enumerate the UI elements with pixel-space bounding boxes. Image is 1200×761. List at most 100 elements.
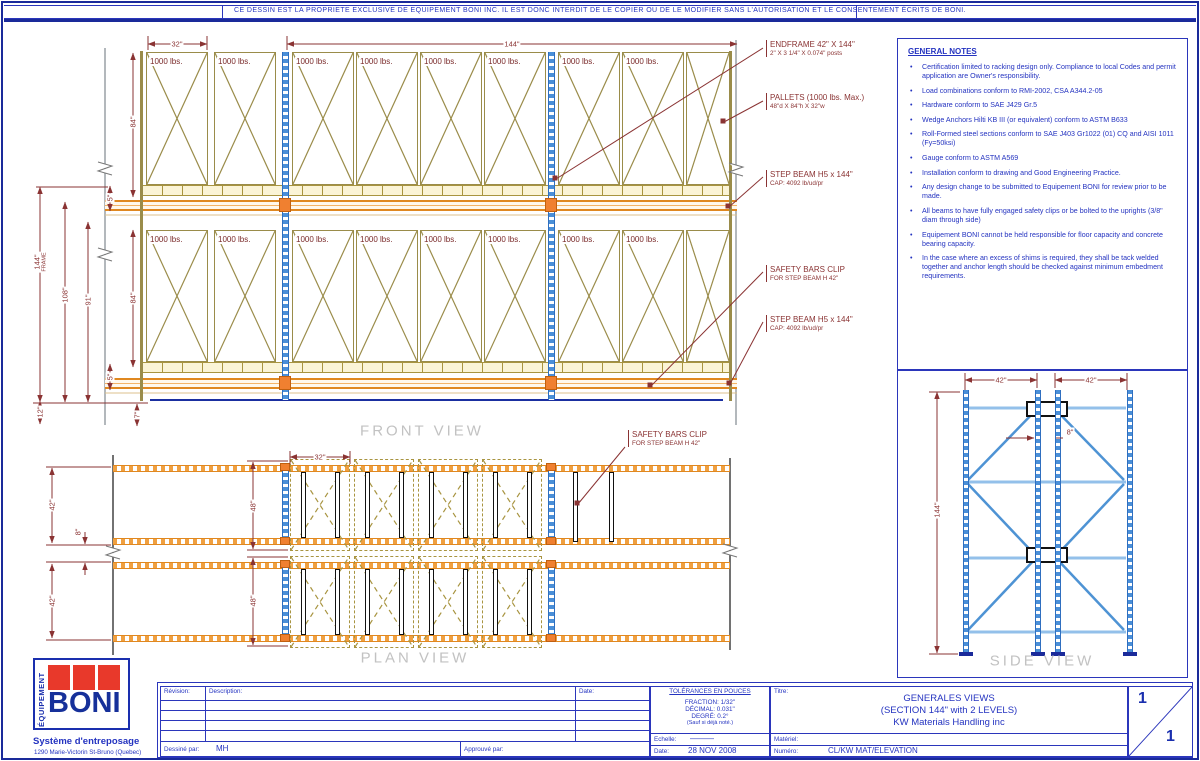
plan-pallet [354, 459, 414, 551]
column-lines [104, 40, 737, 425]
pallet-x-brace [357, 231, 417, 361]
dim-label: 5" [105, 193, 115, 203]
pallet: 1000 lbs. [292, 52, 354, 185]
plan-connector [546, 463, 556, 471]
safety-bar [301, 472, 306, 538]
note-item: Load combinations conform to RMI-2002, C… [908, 87, 1177, 96]
pallet: 1000 lbs. [622, 230, 684, 362]
sheet-number-box [1128, 686, 1193, 757]
base-plate [1051, 652, 1065, 656]
safety-bar [493, 472, 498, 538]
plan-connector [546, 560, 556, 568]
pallet: 1000 lbs. [484, 230, 546, 362]
callout-pallets: PALLETS (1000 lbs. Max.) 48"d X 84"h X 3… [766, 93, 865, 111]
plan-pallet [290, 556, 350, 648]
pallet-x-brace [485, 231, 545, 361]
safety-bar [365, 569, 370, 635]
side-view-panel [897, 370, 1188, 678]
dim-label: 42" [47, 498, 57, 512]
dim-label: 5" [105, 372, 115, 382]
property-notice: CE DESSIN EST LA PROPRIETE EXCLUSIVE DE … [234, 7, 966, 14]
pallet-load-label: 1000 lbs. [149, 235, 184, 244]
number-value: CL/KW MAT/ELEVATION [828, 746, 918, 755]
company-address: 1290 Marie-Victorin St-Bruno (Quebec) [34, 749, 142, 756]
plan-connector [280, 560, 290, 568]
plan-pallet [482, 556, 542, 648]
plan-connector [546, 634, 556, 642]
dim-label: 42" [47, 594, 57, 608]
plan-view-dimensions [46, 451, 351, 647]
callout-line1: PALLETS (1000 lbs. Max.) [770, 93, 865, 102]
callout-safety-bars-clip-plan: SAFETY BARS CLIP FOR STEP BEAM H 42" [628, 430, 707, 448]
banner-bottom-line [4, 18, 1196, 19]
side-post [1127, 390, 1133, 653]
side-view-dimensions [929, 373, 1128, 655]
plan-frame-post [282, 563, 289, 640]
safety-bar [609, 472, 614, 542]
title-box [770, 686, 1128, 757]
pallet: 1000 lbs. [484, 52, 546, 185]
callout-line2: 48"d X 84"h X 32"w [770, 102, 825, 110]
dim-label: 48" [248, 499, 258, 513]
pallet-load-label: 1000 lbs. [487, 235, 522, 244]
pallet-x-brace [421, 231, 481, 361]
pallet: 1000 lbs. [356, 52, 418, 185]
tolerance-decimal: DÉCIMAL: 0.031" [685, 706, 735, 713]
pallet-x-brace [357, 53, 417, 184]
pallet-x-brace [623, 231, 683, 361]
banner-right-tick [856, 5, 857, 18]
pallet: 1000 lbs. [146, 230, 208, 362]
safety-bar [399, 472, 404, 538]
base-plate [1031, 652, 1045, 656]
plan-pallet [418, 459, 478, 551]
pallet-load-label: 1000 lbs. [561, 235, 596, 244]
pallet-load-label: 1000 lbs. [217, 57, 252, 66]
callout-line2: FOR STEP BEAM H 42" [770, 274, 839, 282]
endframe-post [548, 52, 555, 400]
note-item: Installation conform to drawing and Good… [908, 169, 1177, 178]
dim-label: 144" [503, 39, 521, 49]
callout-step-beam-upper: STEP BEAM H5 x 144" CAP: 4092 lb/ud/pr [766, 170, 853, 188]
pallet-x-brace [687, 53, 729, 184]
pallet-x-brace [293, 53, 353, 184]
revision-table [160, 686, 650, 757]
callout-line2: CAP: 4092 lb/ud/pr [770, 324, 824, 332]
side-post [1055, 390, 1061, 653]
tolerance-degree: DEGRÉ: 0.2° [691, 713, 729, 720]
safety-bar [429, 472, 434, 538]
pallet-load-label: 1000 lbs. [359, 235, 394, 244]
callout-safety-bars-clip: SAFETY BARS CLIP FOR STEP BEAM H 42" [766, 265, 845, 283]
plan-connector [280, 463, 290, 471]
callout-line1: STEP BEAM H5 x 144" [770, 315, 853, 324]
pallet-x-brace [623, 53, 683, 184]
pallet-load-label: 1000 lbs. [561, 57, 596, 66]
dim-label: 91" [83, 293, 93, 307]
general-notes-title: GENERAL NOTES [908, 47, 977, 56]
pallet-x-brace [485, 53, 545, 184]
tolerance-fraction: FRACTION: 1/32" [684, 699, 736, 706]
pallet-x-brace [147, 231, 207, 361]
callout-line1: ENDFRAME 42" X 144" [770, 40, 855, 49]
safety-bar [527, 472, 532, 538]
note-item: Roll-Formed steel sections conform to SA… [908, 130, 1177, 148]
callout-line1: SAFETY BARS CLIP [770, 265, 845, 274]
pallet-load-label: 1000 lbs. [625, 235, 660, 244]
title-block-date-value: 28 NOV 2008 [688, 746, 737, 755]
dim-label: 42" [994, 375, 1008, 385]
dim-label: 48" [248, 594, 258, 608]
rack-upright-right [729, 51, 732, 401]
description-column-header: Description: [209, 688, 243, 695]
dim-label: 8" [73, 527, 83, 537]
general-notes-list: Certification limited to racking design … [908, 63, 1177, 281]
pallet-load-label: 1000 lbs. [487, 57, 522, 66]
pallet: 1000 lbs. [558, 230, 620, 362]
plan-beam [113, 562, 730, 569]
callout-line2: FOR STEP BEAM H 42" [632, 439, 701, 447]
title-block-date-label: Date: [654, 748, 670, 755]
callout-step-beam-lower: STEP BEAM H5 x 144" CAP: 4092 lb/ud/pr [766, 315, 853, 333]
logo-red-square [48, 665, 70, 690]
banner-top-line [4, 5, 1196, 6]
step-beam-upper [105, 200, 737, 211]
pallet-load-label: 1000 lbs. [149, 57, 184, 66]
